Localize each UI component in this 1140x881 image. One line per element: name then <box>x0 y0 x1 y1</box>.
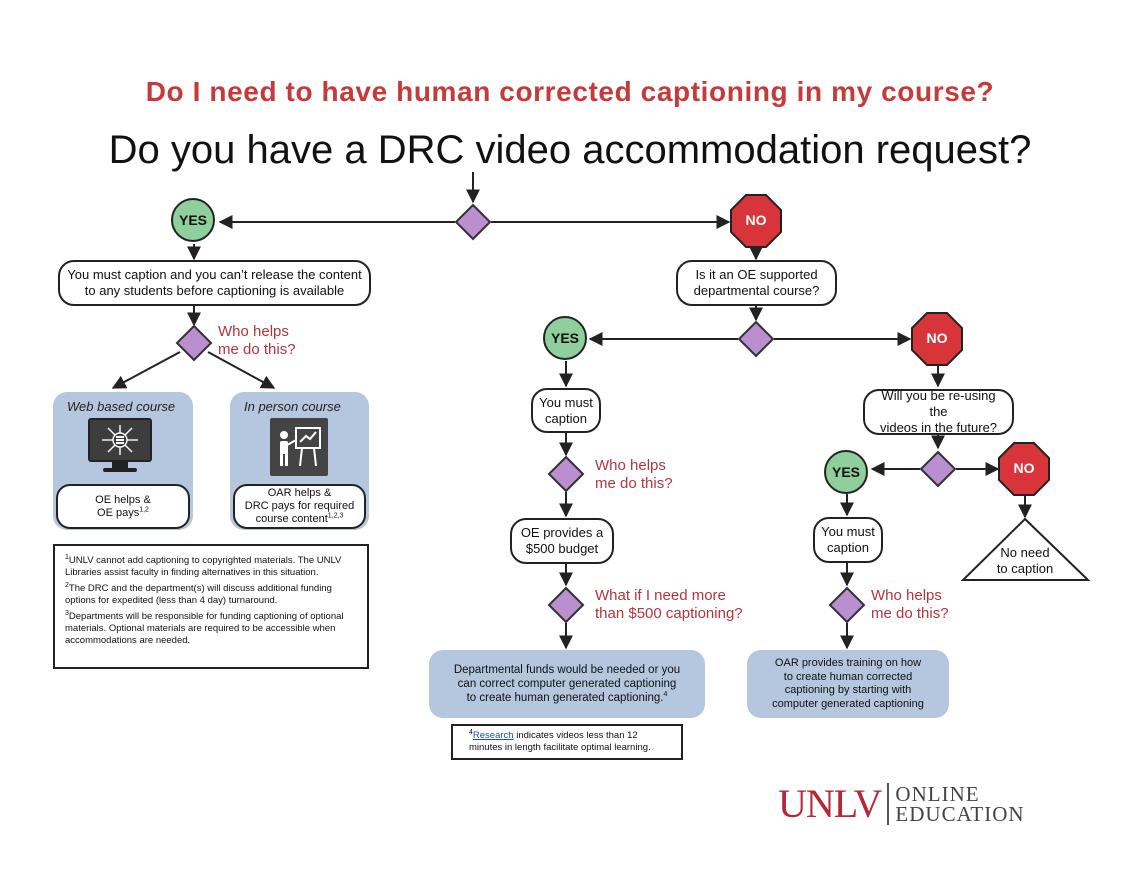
footnote-1: 1UNLV cannot add captioning to copyright… <box>65 553 359 579</box>
unlv-online-education-logo: UNLV ONLINE EDUCATION <box>778 780 1025 827</box>
oe-budget-line1: OE provides a <box>520 525 604 540</box>
oe-helps-line1: OE helps & <box>95 493 151 506</box>
who-helps-oe-line2: me do this? <box>595 475 673 492</box>
oar-helps-line1: OAR helps & <box>267 487 332 499</box>
yes-circle-oe: YES <box>543 316 587 360</box>
footnote-2: 2The DRC and the department(s) will disc… <box>65 581 359 607</box>
you-must-line1-oe: You must <box>539 394 593 410</box>
monitor-network-icon <box>88 418 152 474</box>
footnote-2-text: The DRC and the department(s) will discu… <box>65 583 332 606</box>
what-if-line2: than $500 captioning? <box>595 605 743 622</box>
footnote-2-num: 2 <box>65 581 69 589</box>
what-if-line1: What if I need more <box>595 587 726 604</box>
who-helps-reuse-line1: Who helps <box>871 587 942 604</box>
yes-circle-drc: YES <box>171 198 215 242</box>
dept-funds-sup: 4 <box>663 691 668 699</box>
yes-circle-reuse: YES <box>824 450 868 494</box>
must-caption-line1: You must caption and you can’t release t… <box>67 267 362 282</box>
you-must-line1-reuse: You must <box>821 524 875 539</box>
oe-budget-box: OE provides a$500 budget <box>510 518 614 564</box>
footnote-3-text: Departments will be responsible for fund… <box>65 611 344 646</box>
stop-octagon-top-no <box>730 194 782 248</box>
logo-line2: EDUCATION <box>895 801 1025 826</box>
no-need-line2: to caption <box>996 561 1054 576</box>
oe-question-line2: departmental course? <box>693 283 820 298</box>
oar-training-line1: OAR provides training on how <box>774 657 922 669</box>
teacher-presentation-icon <box>270 418 328 476</box>
footnote-1-num: 1 <box>65 553 69 561</box>
footnotes-box: 1UNLV cannot add captioning to copyright… <box>53 544 369 669</box>
footnote-3: 3Departments will be responsible for fun… <box>65 609 359 647</box>
departmental-funds-box: Departmental funds would be needed or yo… <box>429 650 705 718</box>
web-based-panel: Web based course OE helps & OE pays1,2 <box>53 392 193 530</box>
logo-unlv-text: UNLV <box>778 781 882 826</box>
who-helps-line2: me do this? <box>218 341 296 358</box>
in-person-title: In person course <box>244 399 341 414</box>
research-note-line1: indicates videos less than 12 <box>513 730 638 741</box>
who-helps-line1: Who helps <box>218 323 289 340</box>
reuse-question-line2: videos in the future? <box>879 420 998 435</box>
oar-training-line2: to create human corrected <box>783 670 913 683</box>
oar-helps-box: OAR helps & DRC pays for required course… <box>233 484 366 529</box>
dept-funds-line1: Departmental funds would be needed or yo… <box>453 664 681 676</box>
you-must-line2-reuse: caption <box>827 540 869 555</box>
logo-line1: ONLINE <box>895 781 980 806</box>
no-label-reuse: NO <box>1013 460 1035 476</box>
oar-training-line3: captioning by starting with <box>784 684 912 696</box>
no-need-line1: No need <box>1000 545 1050 560</box>
research-note-line2: minutes in length facilitate optimal lea… <box>469 742 651 753</box>
oar-helps-line3: course content <box>255 513 328 525</box>
oe-helps-sup: 1,2 <box>139 505 149 513</box>
must-caption-box: You must caption and you can’t release t… <box>58 260 371 306</box>
oar-helps-sup: 1,2,3 <box>327 512 344 520</box>
no-need-triangle <box>960 517 1091 581</box>
footnote-1-text: UNLV cannot add captioning to copyrighte… <box>65 555 342 578</box>
dept-funds-line3: to create human generated captioning. <box>466 692 664 704</box>
oe-helps-box: OE helps & OE pays1,2 <box>56 484 190 529</box>
research-link[interactable]: Research <box>472 730 514 741</box>
oe-question-line1: Is it an OE supported <box>695 267 818 282</box>
oar-training-line4: computer generated captioning <box>772 697 924 710</box>
oe-helps-line2: OE pays <box>97 506 140 519</box>
web-based-title: Web based course <box>67 399 176 414</box>
page-title: Do I need to have human corrected captio… <box>145 76 995 107</box>
who-helps-oe-line1: Who helps <box>595 457 666 474</box>
you-must-line2-oe: caption <box>545 410 587 426</box>
reuse-question-line1: Will you be re-using the <box>881 388 996 419</box>
main-question: Do you have a DRC video accommodation re… <box>108 128 1032 172</box>
footnote-3-num: 3 <box>65 609 69 617</box>
who-helps-reuse-line2: me do this? <box>871 605 949 622</box>
oe-budget-line2: $500 budget <box>525 541 599 556</box>
stop-octagon-reuse-no <box>998 442 1050 496</box>
no-label-oe: NO <box>926 330 948 346</box>
stop-octagon-oe-no <box>911 312 963 366</box>
must-caption-line2: to any students before captioning is ava… <box>84 283 345 298</box>
no-label-drc: NO <box>745 212 767 228</box>
research-note-num: 4 <box>469 728 473 736</box>
dept-funds-line2: can correct computer generated captionin… <box>457 678 677 690</box>
logo-divider <box>887 782 890 825</box>
oar-helps-line2: DRC pays for required <box>244 500 355 512</box>
in-person-panel: In person course OAR helps & DRC pays fo… <box>230 392 369 530</box>
